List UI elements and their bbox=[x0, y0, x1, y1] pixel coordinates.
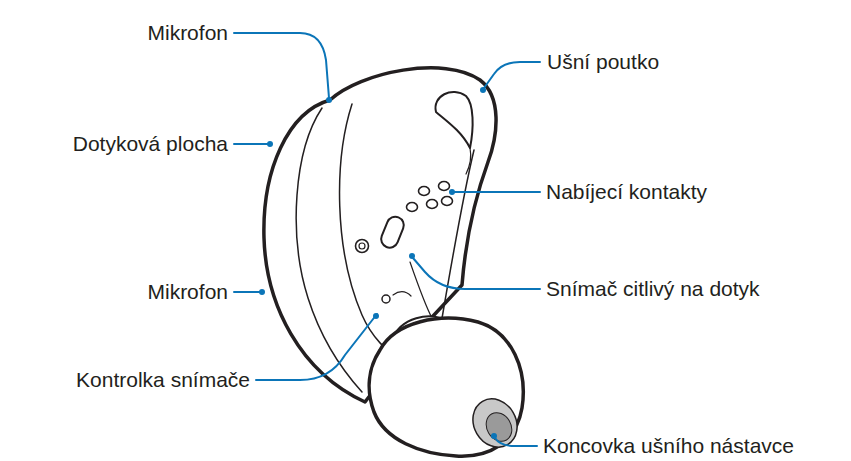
ear-loop-groove bbox=[466, 148, 471, 174]
contact bbox=[427, 200, 438, 209]
leader-line bbox=[234, 143, 268, 145]
sensor-indicator bbox=[382, 295, 390, 303]
inner-plate-right bbox=[440, 150, 474, 330]
part-label: Mikrofon bbox=[147, 280, 228, 304]
leader-dot bbox=[480, 87, 486, 93]
part-label: Nabíjecí kontakty bbox=[546, 180, 707, 204]
touch-surface-edge bbox=[296, 108, 362, 392]
leader-line bbox=[454, 191, 540, 193]
leader-line bbox=[495, 438, 537, 446]
leader-dot bbox=[373, 313, 379, 319]
indicator-curve bbox=[393, 292, 411, 296]
leader-line bbox=[234, 291, 260, 293]
leader-line bbox=[413, 258, 540, 289]
leader-dot bbox=[491, 433, 497, 439]
part-label: Snímač citlivý na dotyk bbox=[546, 277, 760, 301]
leader-dot bbox=[449, 189, 455, 195]
ear-loop bbox=[435, 92, 472, 148]
contact bbox=[419, 187, 430, 196]
leader-dot bbox=[409, 253, 415, 259]
contact bbox=[442, 197, 453, 206]
touch-sensor bbox=[379, 214, 407, 250]
leader-dot bbox=[267, 141, 273, 147]
leader-line bbox=[234, 33, 329, 98]
leader-dot bbox=[326, 97, 332, 103]
leader-lines bbox=[234, 33, 540, 446]
part-label: Mikrofon bbox=[147, 21, 228, 45]
part-label: Kontrolka snímače bbox=[76, 368, 250, 392]
ear-tip bbox=[369, 318, 523, 456]
part-label: Dotyková plocha bbox=[73, 132, 228, 156]
sensor-seam bbox=[410, 262, 432, 318]
sensor-hole bbox=[356, 240, 369, 253]
leader-line bbox=[256, 314, 377, 380]
part-label: Ušní poutko bbox=[547, 50, 659, 74]
sensor-hole-inner bbox=[359, 243, 365, 249]
earbud-body bbox=[264, 68, 526, 456]
ear-tip-opening-inner bbox=[481, 408, 517, 446]
leader-dots bbox=[259, 87, 497, 439]
contact bbox=[407, 203, 418, 212]
charging-contacts bbox=[407, 182, 453, 212]
leader-dot bbox=[259, 289, 265, 295]
part-label: Koncovka ušního nástavce bbox=[543, 434, 794, 458]
contact bbox=[439, 182, 450, 191]
leader-line bbox=[484, 62, 540, 88]
